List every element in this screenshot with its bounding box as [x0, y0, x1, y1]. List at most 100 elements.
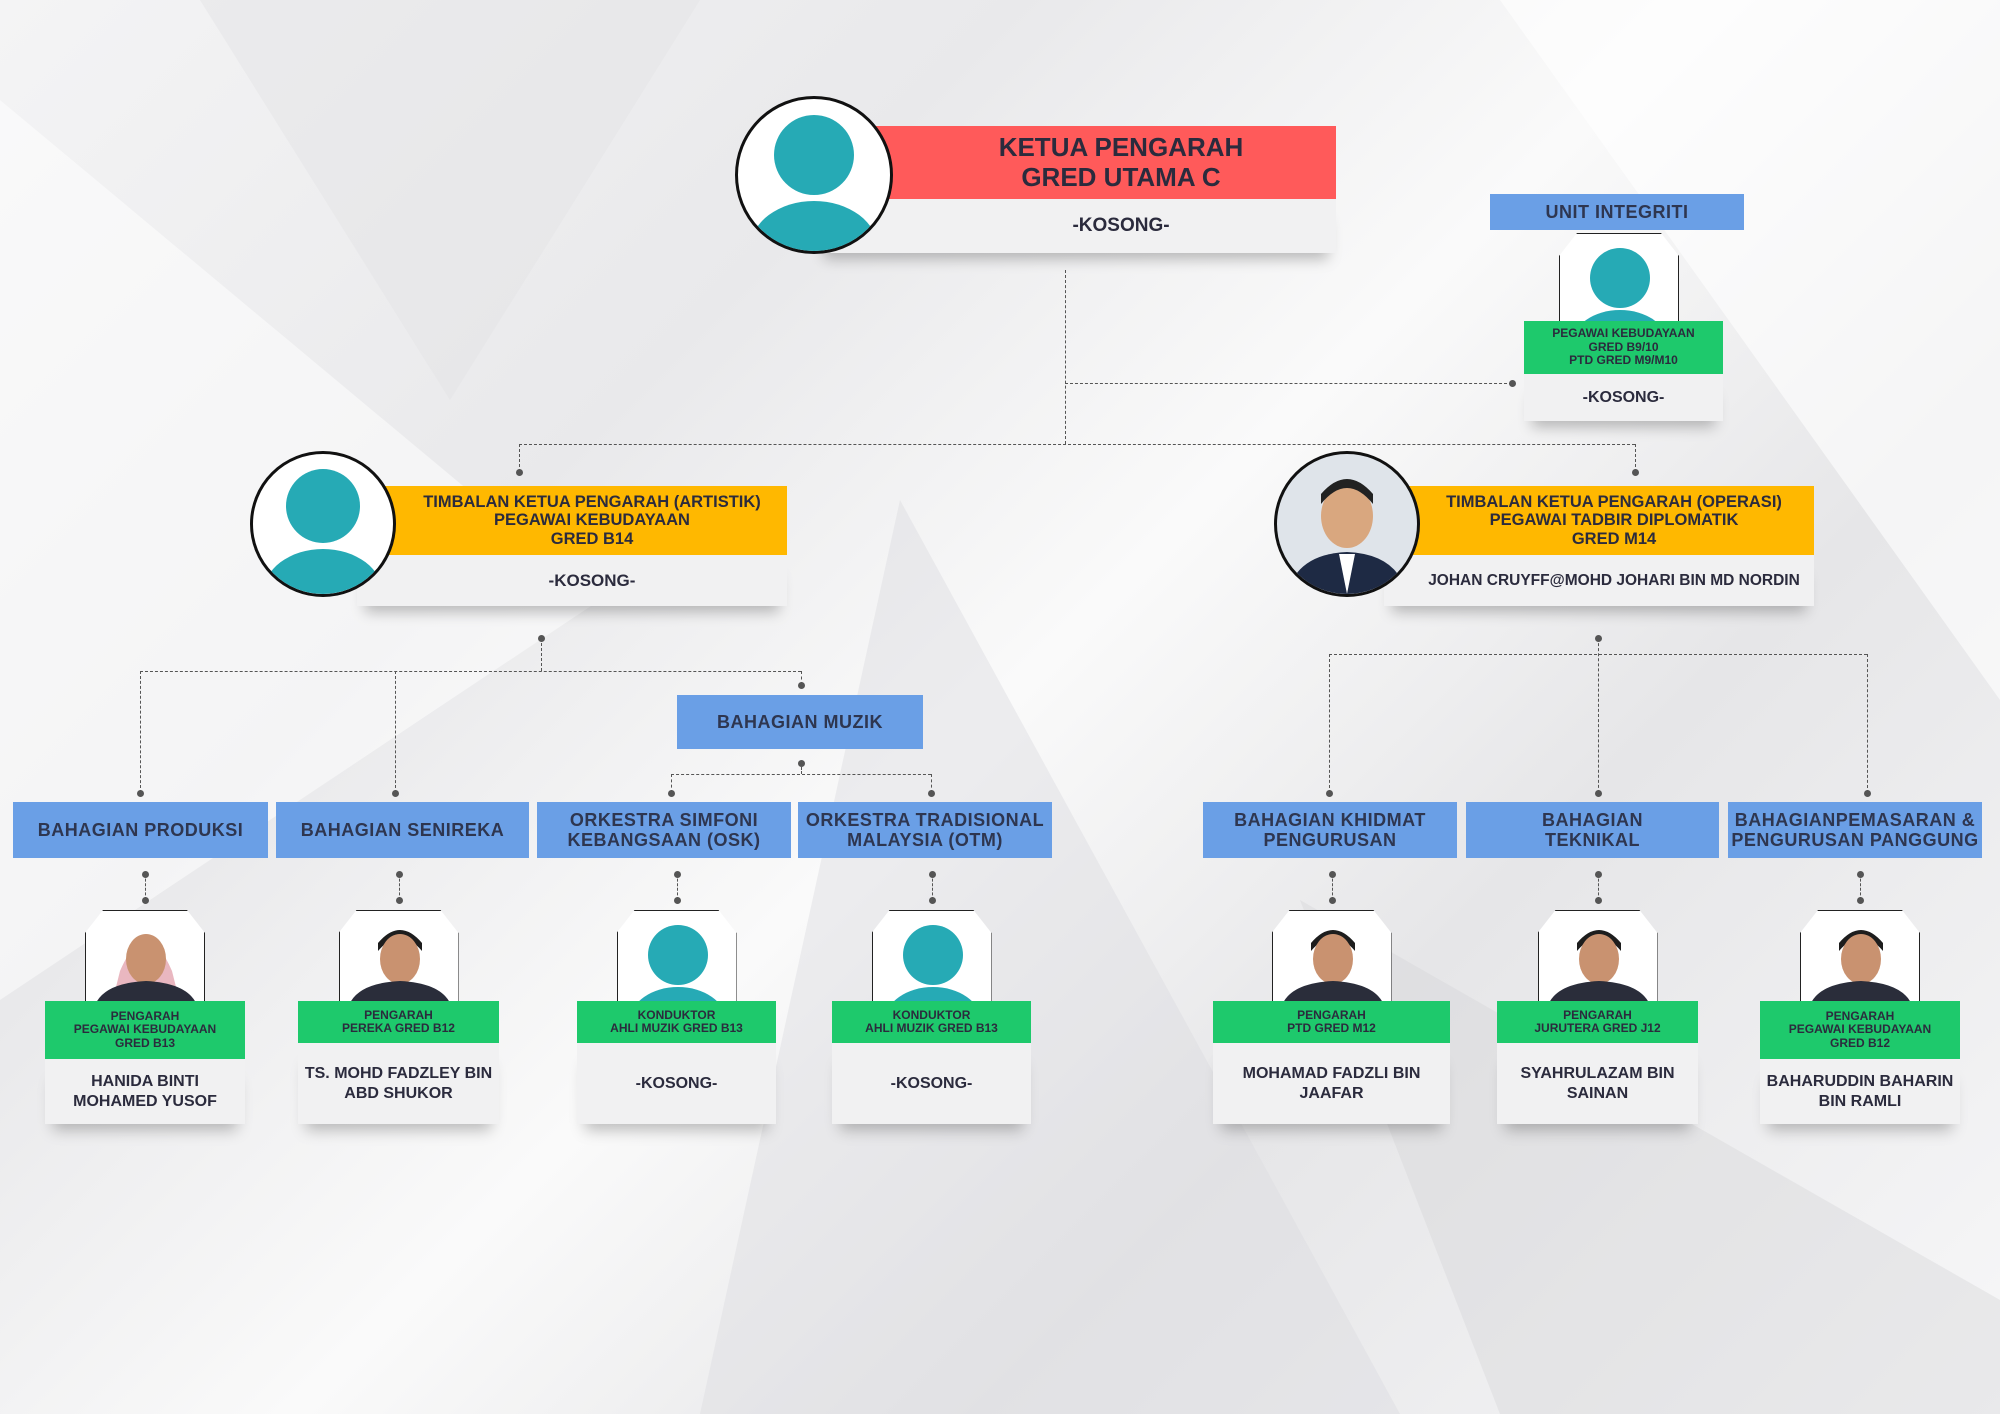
connector-dot [1328, 897, 1336, 904]
connector-line [1598, 638, 1599, 793]
unit-integriti-role: PEGAWAI KEBUDAYAAN GRED B9/10 PTD GRED M… [1524, 321, 1723, 374]
connector-line [801, 763, 802, 774]
connector-line [519, 444, 1635, 445]
department-name-line: BAHAGIAN KHIDMAT [1234, 809, 1426, 830]
connector-line [676, 874, 678, 900]
connector-line [1329, 654, 1330, 793]
officer-name: -KOSONG- [577, 1043, 776, 1124]
avatar-placeholder-icon [250, 451, 396, 597]
role-line: AHLI MUZIK GRED B13 [865, 1021, 998, 1035]
name-line: MOHAMED YUSOF [73, 1092, 217, 1110]
connector-dot [392, 790, 399, 797]
name-line: -KOSONG- [890, 1074, 973, 1092]
connector-line [1635, 444, 1636, 472]
avatar-placeholder-icon [1559, 233, 1679, 325]
connector-line [671, 774, 672, 793]
person-photo [1271, 910, 1392, 1002]
role-line: GRED B13 [114, 1035, 176, 1050]
name-line: BAHARUDDIN BAHARIN [1766, 1072, 1954, 1090]
name-line: JAAFAR [1299, 1084, 1364, 1102]
officer-name: SYAHRULAZAM BIN SAINAN [1497, 1043, 1698, 1124]
bahagian-muzik-header: BAHAGIAN MUZIK [677, 695, 923, 749]
role-line: JURUTERA GRED J12 [1534, 1021, 1661, 1035]
connector-dot [137, 790, 144, 797]
connector-line [931, 874, 933, 900]
department-name-line: ORKESTRA SIMFONI [569, 809, 759, 830]
connector-line [1867, 654, 1868, 793]
title-line: PEGAWAI KEBUDAYAAN [494, 511, 690, 530]
connector-dot [798, 682, 805, 689]
department-name-line: KEBANGSAAN (OSK) [567, 830, 761, 850]
role-line: GRED B9/10 [1588, 339, 1659, 354]
department-header: BAHAGIANPEMASARAN &PENGURUSAN PANGGUNG [1728, 802, 1982, 858]
role-line: PENGARAH [1297, 1007, 1366, 1022]
title-line: GRED M14 [1571, 529, 1657, 548]
name-line: -KOSONG- [635, 1074, 718, 1092]
connector-line [541, 638, 542, 671]
connector-dot [1632, 469, 1639, 476]
department-name-line: PENGURUSAN PANGGUNG [1731, 830, 1979, 850]
avatar-placeholder-icon [616, 910, 737, 1002]
name-line: SYAHRULAZAM BIN [1520, 1064, 1675, 1082]
timbalan-operasi-title: TIMBALAN KETUA PENGARAH (OPERASI) PEGAWA… [1384, 486, 1814, 555]
connector-line [931, 774, 932, 793]
unit-integriti-header: UNIT INTEGRITI [1490, 194, 1744, 230]
name-line: TS. MOHD FADZLEY BIN [304, 1064, 493, 1082]
department-name-line: BAHAGIANPEMASARAN & [1734, 809, 1976, 830]
person-photo [85, 910, 205, 1002]
role-line: PENGARAH [364, 1007, 433, 1022]
avatar-placeholder-icon [735, 96, 893, 254]
connector-line [1597, 874, 1599, 900]
ketua-pengarah-title: KETUA PENGARAH GRED UTAMA C [816, 126, 1336, 199]
connector-dot [1594, 897, 1602, 904]
role-line: KONDUKTOR [637, 1007, 716, 1022]
person-photo [1537, 910, 1658, 1002]
officer-name: -KOSONG- [832, 1043, 1031, 1124]
connector-line [671, 774, 931, 775]
connector-line [140, 671, 801, 672]
role-line: PEGAWAI KEBUDAYAAN [1788, 1022, 1932, 1037]
avatar-placeholder-icon [871, 910, 992, 1002]
timbalan-operasi-name: JOHAN CRUYFF@MOHD JOHARI BIN MD NORDIN [1384, 555, 1814, 606]
role-line: PENGARAH [1825, 1008, 1895, 1023]
department-name-line: BAHAGIAN PRODUKSI [37, 819, 244, 840]
role-line: PENGARAH [1563, 1007, 1632, 1022]
role-line: PTD GRED M9/M10 [1569, 353, 1678, 368]
connector-dot [1864, 790, 1871, 797]
connector-line [140, 671, 141, 793]
title-line: PEGAWAI TADBIR DIPLOMATIK [1489, 511, 1739, 530]
name-line: SAINAN [1566, 1084, 1629, 1102]
role-line: KONDUKTOR [892, 1007, 971, 1022]
department-name-line: ORKESTRA TRADISIONAL [805, 809, 1045, 830]
timbalan-artistik-name: -KOSONG- [357, 555, 787, 606]
connector-dot [668, 790, 675, 797]
connector-dot [395, 897, 403, 904]
connector-line [145, 874, 146, 900]
unit-integriti-name: -KOSONG- [1524, 374, 1723, 421]
department-name-line: MALAYSIA (OTM) [847, 830, 1003, 850]
connector-dot [1509, 380, 1516, 387]
connector-line [395, 671, 396, 793]
role-line: GRED B12 [1829, 1035, 1891, 1050]
person-photo [338, 910, 459, 1002]
connector-dot [928, 790, 935, 797]
connector-line [1065, 383, 1512, 384]
connector-line [398, 874, 400, 900]
timbalan-artistik-title: TIMBALAN KETUA PENGARAH (ARTISTIK) PEGAW… [357, 486, 787, 555]
name-line: MOHAMAD FADZLI BIN [1242, 1064, 1421, 1082]
connector-dot [516, 469, 523, 476]
department-header: BAHAGIAN PRODUKSI [13, 802, 268, 858]
department-name-line: BAHAGIAN [1542, 809, 1643, 830]
connector-dot [142, 897, 149, 904]
